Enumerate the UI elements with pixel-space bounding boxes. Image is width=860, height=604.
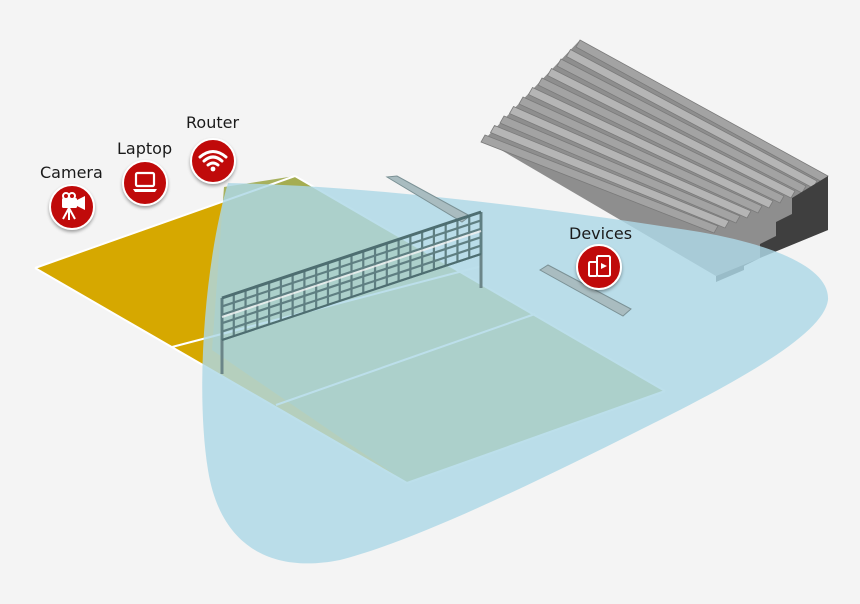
- net-mesh-line: [221, 227, 482, 316]
- laptop-icon: [133, 171, 157, 192]
- bleachers: [480, 39, 829, 282]
- bleacher-step: [518, 96, 763, 214]
- devices-label: Devices: [569, 224, 633, 243]
- volleyball-net: [220, 210, 483, 374]
- bleacher-step: [508, 105, 752, 219]
- router-badge[interactable]: [190, 138, 236, 184]
- laptop-label: Laptop: [117, 139, 173, 158]
- bench-rail: [539, 264, 632, 317]
- wifi-coverage-area: [202, 183, 829, 564]
- bleacher-step: [480, 134, 719, 234]
- devices-badge[interactable]: [576, 244, 622, 290]
- router-label: Router: [186, 113, 240, 132]
- camera-label: Camera: [40, 163, 103, 182]
- video-camera-icon: [62, 192, 85, 220]
- camera-badge[interactable]: [49, 184, 95, 230]
- bleacher-step: [499, 115, 741, 224]
- net-mesh-line: [221, 244, 482, 333]
- wifi-icon: [198, 150, 228, 172]
- bleacher-step: [546, 67, 796, 199]
- laptop-badge[interactable]: [122, 160, 168, 206]
- tablet-phone-icon: [588, 255, 611, 277]
- bleacher-step: [489, 124, 730, 229]
- net-mesh-line: [221, 236, 482, 325]
- bleacher-step: [537, 77, 785, 204]
- bleacher-step: [527, 86, 774, 209]
- net-mesh-line: [221, 219, 482, 308]
